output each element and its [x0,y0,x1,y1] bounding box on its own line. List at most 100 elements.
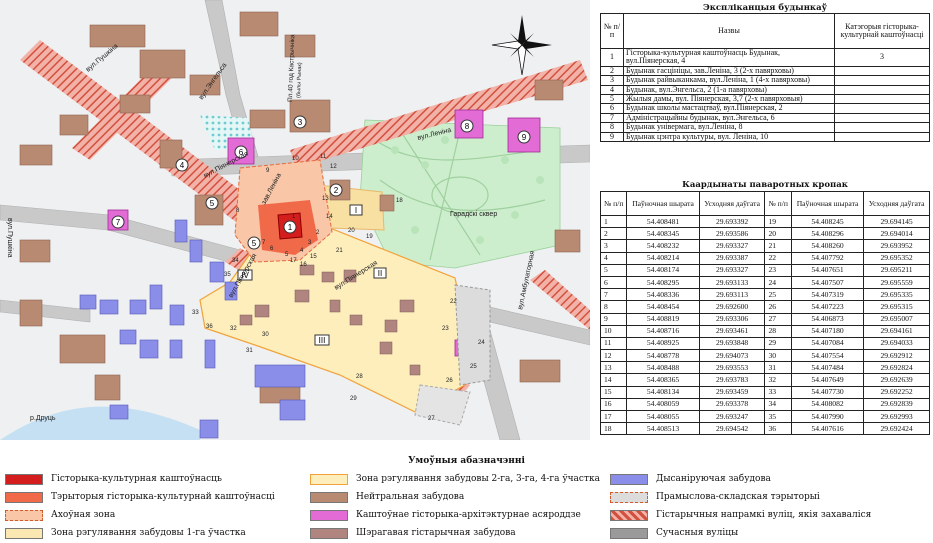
svg-text:12: 12 [330,164,337,170]
building-number-5b: 5 [247,236,261,250]
park-paths [374,129,546,261]
legend-item: Тэрыторыя гісторыка-культурнай каштоўнас… [5,490,275,504]
explication-cell-category [834,84,930,95]
coord-cell-lat: 54.407990 [790,409,865,424]
coord-cell-lon: 29.695211 [863,263,930,277]
svg-text:10: 10 [292,156,299,162]
coord-cell-number: 6 [599,275,628,290]
coord-cell-number: 32 [764,373,792,387]
coord-cell-lat: 54.407792 [790,251,865,265]
legend-label: Зона рэгулявання забудовы 2-га, 3-га, 4-… [356,474,600,484]
legend-item: Гістарычныя напрамкі вуліц, якія захавал… [610,508,871,522]
coord-cell-lat: 54.408295 [626,275,700,290]
explication-cell-name: Будынак школы мастацтваў, вул.Піянерская… [623,103,835,114]
svg-text:36: 36 [206,324,213,330]
legend-item: Дысаніруючая забудова [610,472,771,486]
coord-cell-lon: 29.692839 [863,397,930,412]
svg-text:22: 22 [450,299,457,305]
explication-cell-category [834,112,930,124]
coord-cell-lon: 29.693459 [698,385,766,399]
coord-cell-lon: 29.693247 [698,409,766,424]
legend-swatch [5,509,43,521]
coord-header-lat-a: Паўночная шырата [626,191,700,216]
coord-cell-lon: 29.695352 [863,251,930,265]
coord-cell-number: 21 [764,239,792,253]
explication-cell-category [834,75,930,86]
coord-cell-number: 5 [599,263,628,277]
svg-text:8: 8 [465,122,470,131]
coord-cell-lat: 54.408336 [626,288,700,302]
coord-cell-lon: 29.694145 [863,214,930,229]
explication-cell-number: 6 [600,103,624,114]
legend-label: Шэрагавая гістарычная забудова [356,528,516,538]
coord-cell-lon: 29.693783 [698,373,766,387]
coord-cell-lon: 29.694014 [863,227,930,241]
legend-swatch [5,491,43,503]
legend-label: Тэрыторыя гісторыка-культурнай каштоўнас… [51,492,275,502]
coord-cell-number: 27 [764,312,792,326]
coord-cell-lat: 54.408059 [626,397,700,412]
svg-text:26: 26 [446,378,453,384]
legend-swatch [310,491,348,503]
explication-cell-name: Будынак цэнтра культуры, вул. Леніна, 10 [623,131,835,142]
coord-cell-number: 7 [599,288,628,302]
explication-cell-number: 9 [600,131,624,142]
svg-text:13: 13 [322,196,329,202]
coord-cell-number: 16 [599,397,628,412]
coord-cell-lat: 54.407084 [790,336,865,351]
coord-cell-lon: 29.693952 [863,239,930,253]
coord-cell-number: 9 [599,312,628,326]
square-labels: Пл.40 год Кастрычніка (былы Рынак) [286,34,303,102]
svg-text:р.Друць: р.Друць [30,415,56,422]
legend-swatch [310,473,348,485]
coord-cell-lon: 29.692639 [863,373,930,387]
coord-cell-number: 24 [764,275,792,290]
legend-label: Ахоўная зона [51,510,116,520]
north-arrow-icon [491,15,552,76]
legend-swatch [610,527,648,539]
legend-swatch [610,509,648,521]
coord-cell-lat: 54.406873 [790,312,865,326]
legend-item: Зона рэгулявання забудовы 1-га ўчастка [5,526,246,540]
coord-cell-number: 20 [764,227,792,241]
coord-cell-number: 3 [599,239,628,253]
svg-text:31: 31 [246,348,253,354]
building-number-4: 4 [175,158,189,172]
coord-cell-number: 33 [764,385,792,399]
building-number-labels: 1 2 3 4 5 5 6 7 8 9 [111,115,531,250]
coord-cell-lon: 29.694073 [698,349,766,363]
coord-cell-number: 18 [599,422,628,436]
svg-text:21: 21 [336,248,343,254]
svg-text:11: 11 [320,154,327,160]
coord-cell-lat: 54.408345 [626,227,700,241]
legend-label: Сучасныя вуліцы [656,528,739,538]
neutral-buildings [19,11,581,404]
legend-swatch [610,491,648,503]
legend-label: Гісторыка-культурная каштоўнасць [51,474,222,484]
coord-cell-lat: 54.407223 [790,300,865,314]
coordinates-table: № п/п Паўночная шырата Усходняя даўгата … [599,191,930,436]
legend-label: Зона рэгулявання забудовы 1-га ўчастка [51,528,246,538]
svg-text:Пл.40 год Кастрычніка: Пл.40 год Кастрычніка [286,34,296,102]
svg-text:25: 25 [470,364,477,370]
svg-text:24: 24 [478,340,485,346]
svg-text:5: 5 [285,252,289,258]
svg-text:28: 28 [356,374,363,380]
svg-text:35: 35 [224,272,231,278]
turning-point-labels: 1 2 3 4 5 6 7 8 9 10 11 12 13 14 15 16 1… [192,154,485,422]
coord-cell-lon: 29.693461 [698,324,766,338]
coord-cell-lat: 54.408454 [626,300,700,314]
coord-cell-lon: 29.692912 [863,349,930,363]
explication-cell-number: 8 [600,122,624,133]
legend-swatch [310,527,348,539]
svg-text:6: 6 [239,148,244,157]
svg-text:вул.Пушкіна: вул.Пушкіна [6,218,14,258]
svg-text:(былы Рынак): (былы Рынак) [296,62,303,98]
coord-cell-number: 36 [764,422,792,436]
coord-cell-lon: 29.693327 [698,263,766,277]
